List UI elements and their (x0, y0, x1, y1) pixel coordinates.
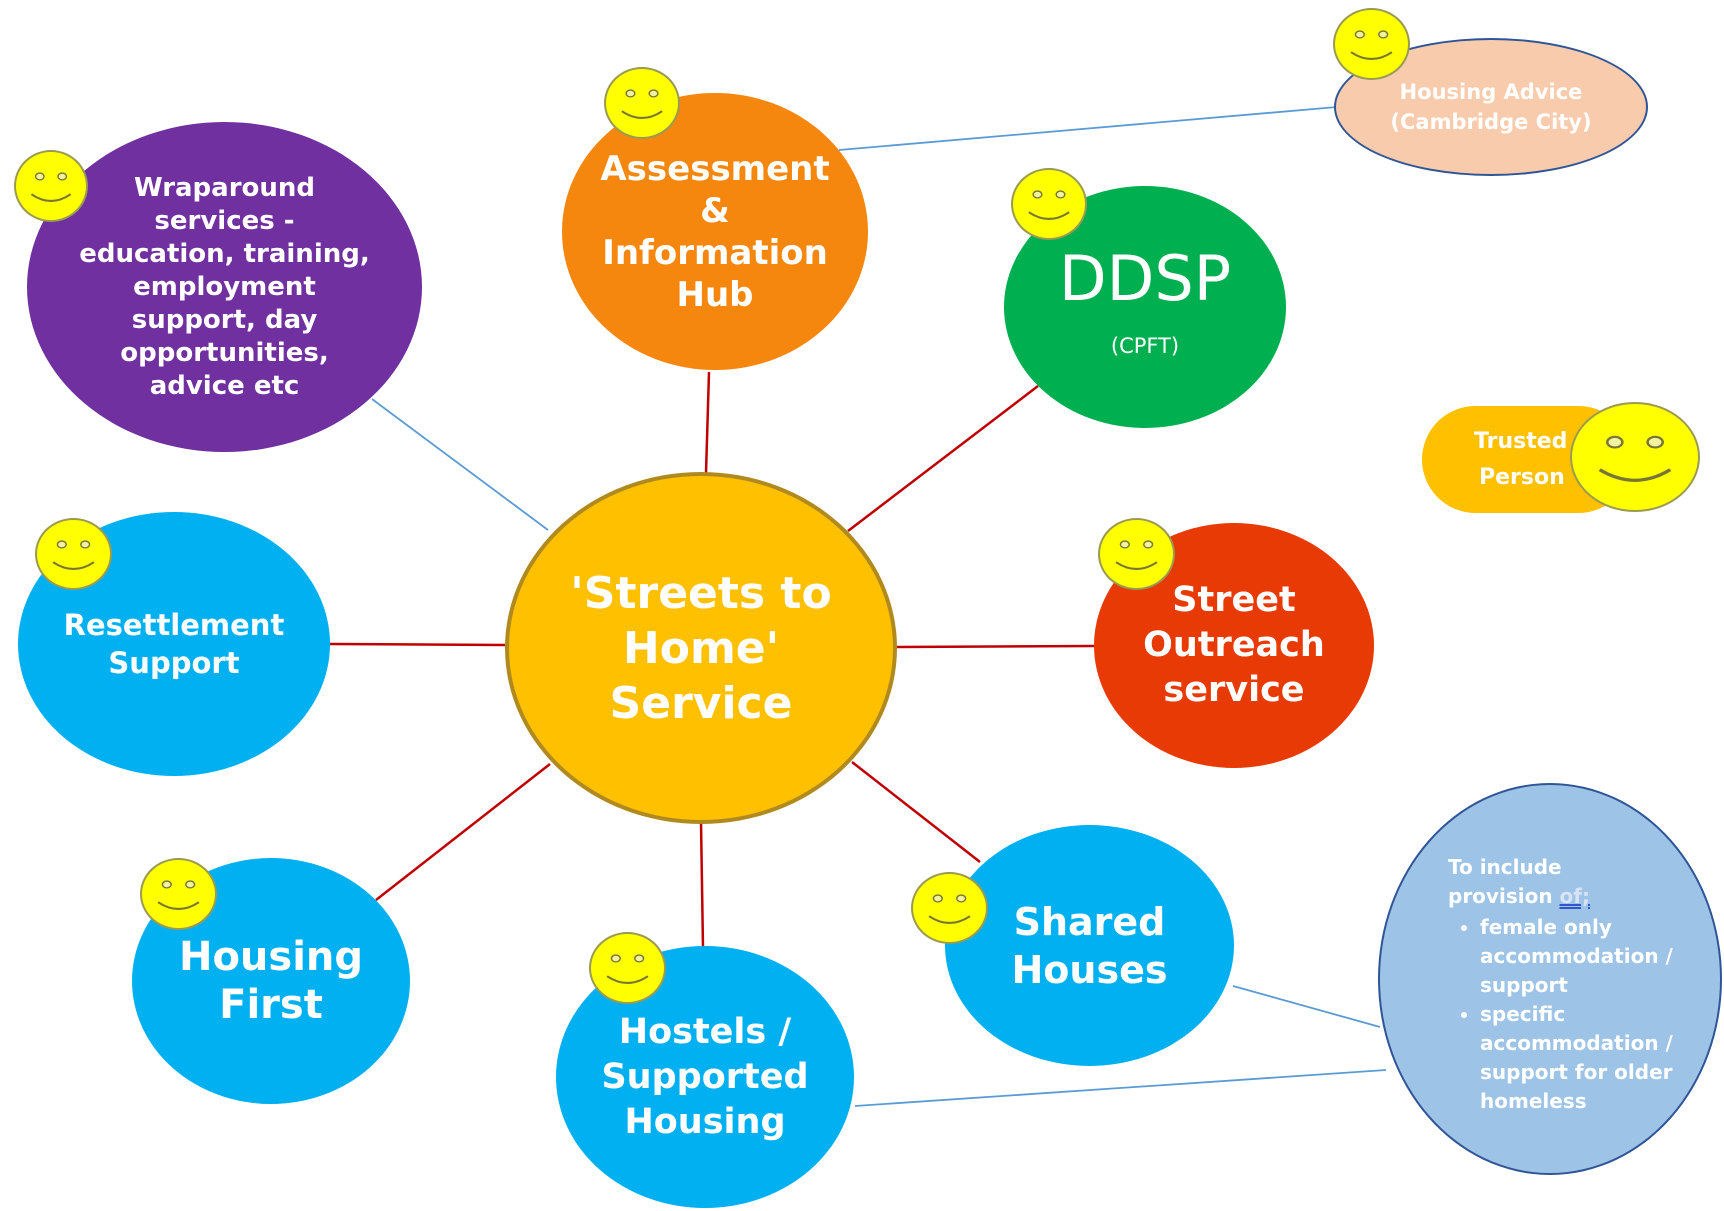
smiley-icon-housing-advice (1333, 8, 1410, 80)
hub-line-3: Service (609, 677, 793, 729)
housing-first-line-2: First (219, 982, 323, 1028)
assessment-line-2: & (700, 190, 730, 231)
provision-list: female only accommodation / support spec… (1448, 913, 1710, 1116)
link-hub-assessment (704, 371, 711, 474)
wraparound-line-2: services - (154, 205, 295, 236)
housing-advice-line-1: Housing Advice (1399, 80, 1583, 104)
provision-word: provision (1448, 884, 1553, 908)
link-hub-street-outreach (896, 644, 1096, 649)
wraparound-line-6: opportunities, (120, 337, 329, 368)
provision-item-2: specific accommodation / support for old… (1480, 1000, 1710, 1116)
street-outreach-node: Street Outreach service (1094, 523, 1374, 768)
streets-to-home-hub: 'Streets to Home' Service (505, 472, 897, 824)
housing-first-line-1: Housing (178, 934, 364, 980)
hostels-line-2: Supported (601, 1056, 809, 1097)
wraparound-line-7: advice etc (149, 370, 300, 401)
link-shared-provision (1232, 985, 1381, 1028)
provision-intro-line-2: provision of; (1448, 882, 1710, 911)
resettlement-support-node: Resettlement Support (18, 512, 330, 776)
street-outreach-line-2: Outreach (1143, 625, 1325, 665)
wraparound-line-5: support, day (131, 304, 318, 335)
smiley-icon-resettlement (35, 518, 112, 590)
assessment-line-4: Hub (676, 274, 754, 315)
wraparound-services-node: Wraparound services - education, trainin… (27, 122, 422, 452)
provision-intro: To include (1448, 855, 1562, 879)
trusted-person-line-2: Person (1479, 464, 1565, 490)
wraparound-line-3: education, training, (79, 238, 370, 269)
link-hub-resettlement (329, 642, 506, 647)
ddsp-subtitle: (CPFT) (1110, 334, 1180, 358)
smiley-icon-assessment (604, 67, 680, 139)
assessment-line-1: Assessment (600, 148, 830, 189)
hostels-line-1: Hostels / (618, 1011, 792, 1052)
shared-houses-line-2: Houses (1011, 947, 1168, 992)
smiley-icon-shared-houses (911, 872, 988, 944)
link-hub-hostels (699, 821, 705, 949)
resettlement-line-1: Resettlement (63, 608, 285, 642)
smiley-icon-wraparound (14, 150, 88, 222)
smiley-icon-ddsp (1011, 168, 1087, 240)
provision-item-1: female only accommodation / support (1480, 913, 1710, 1000)
link-hub-shared-houses (851, 761, 981, 863)
trusted-person-line-1: Trusted (1474, 428, 1568, 454)
ddsp-title: DDSP (1058, 242, 1232, 315)
housing-advice-line-2: (Cambridge City) (1390, 110, 1592, 134)
link-hub-housing-first (375, 763, 551, 901)
link-hub-ddsp (847, 385, 1039, 532)
hub-line-1: 'Streets to (570, 567, 832, 619)
link-hostels-provision (854, 1069, 1387, 1107)
shared-houses-line-1: Shared (1013, 899, 1166, 944)
smiley-icon-street-outreach (1098, 518, 1175, 590)
shared-houses-node: Shared Houses (945, 825, 1234, 1066)
assessment-hub-node: Assessment & Information Hub (562, 93, 868, 370)
street-outreach-line-3: service (1163, 670, 1305, 710)
resettlement-line-2: Support (108, 646, 240, 680)
provision-of-word: of; (1559, 884, 1590, 908)
smiley-icon-trusted-person (1570, 402, 1700, 512)
wraparound-line-4: employment (133, 271, 316, 302)
link-hub-wraparound (371, 398, 549, 531)
wraparound-line-1: Wraparound (133, 172, 316, 203)
hostels-line-3: Housing (624, 1101, 786, 1142)
smiley-icon-housing-first (140, 858, 217, 930)
assessment-line-3: Information (602, 232, 828, 273)
hub-line-2: Home' (622, 622, 780, 674)
provision-note-node: To include provision of; female only acc… (1378, 783, 1722, 1175)
street-outreach-line-1: Street (1172, 580, 1296, 620)
link-assessment-housing-advice (838, 106, 1338, 151)
smiley-icon-hostels (589, 932, 666, 1004)
